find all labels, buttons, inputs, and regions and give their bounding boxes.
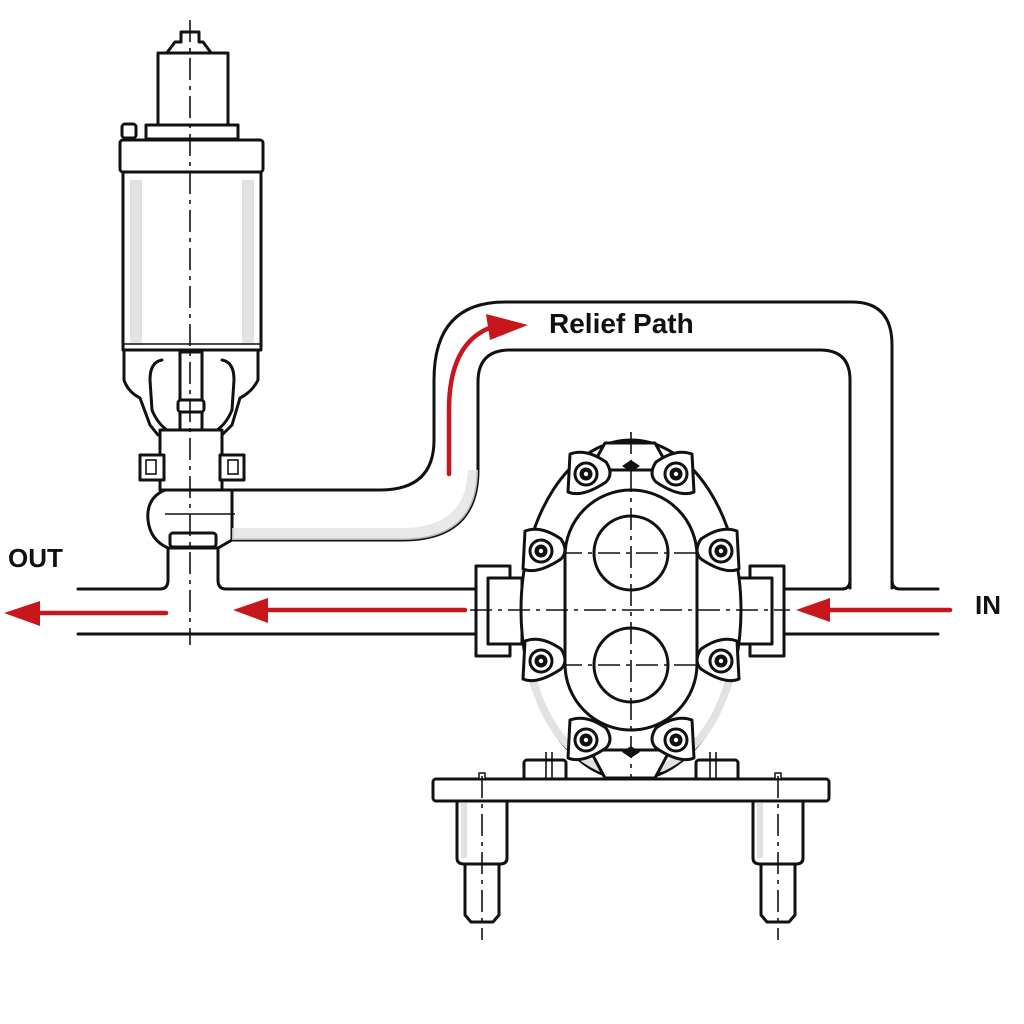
- valve-bonnet: [156, 51, 230, 127]
- bottom-mark: [622, 746, 640, 758]
- valve-vent-plug: [120, 122, 138, 140]
- discharge-flow-arrowhead: [233, 598, 268, 623]
- flow-arrows: [4, 314, 953, 626]
- outlet-pipe-top-right: [216, 546, 482, 591]
- valve-stem: [178, 350, 204, 442]
- base-plate: [431, 777, 831, 803]
- inlet-pipe-top-right: [890, 578, 940, 591]
- relief-flow-arrowhead: [486, 314, 528, 340]
- outlet-flange-inner: [486, 576, 524, 646]
- inlet-pipe-top-left: [778, 578, 852, 591]
- outlet-pipe-top-left: [76, 546, 170, 591]
- relief-valve: [118, 20, 265, 645]
- relief-path-label: Relief Path: [549, 308, 694, 339]
- inlet-flow-arrowhead: [796, 598, 830, 622]
- mounting-base: [431, 752, 831, 940]
- valve-body-cap: [118, 138, 265, 174]
- relief-pipe: [230, 300, 894, 590]
- main-line: [76, 546, 940, 636]
- outlet-label: OUT: [8, 543, 63, 573]
- valve-collar: [144, 123, 240, 141]
- inlet-label: IN: [975, 590, 1001, 620]
- valve-seat: [168, 531, 218, 549]
- valve-gland-nut-left: [138, 453, 166, 482]
- pump-bolts: [521, 450, 741, 762]
- valve-gland: [158, 428, 224, 492]
- valve-gland-nut-right: [218, 453, 246, 482]
- inlet-flange-inner: [736, 576, 774, 646]
- valve-cylinder: [121, 170, 263, 352]
- top-mark: [622, 460, 640, 472]
- gear-pump: [470, 432, 790, 790]
- outlet-flow-arrowhead: [4, 601, 40, 626]
- relief-flow-arrow-shaft: [446, 323, 498, 477]
- relief-pipe-outer-wall: [230, 300, 894, 590]
